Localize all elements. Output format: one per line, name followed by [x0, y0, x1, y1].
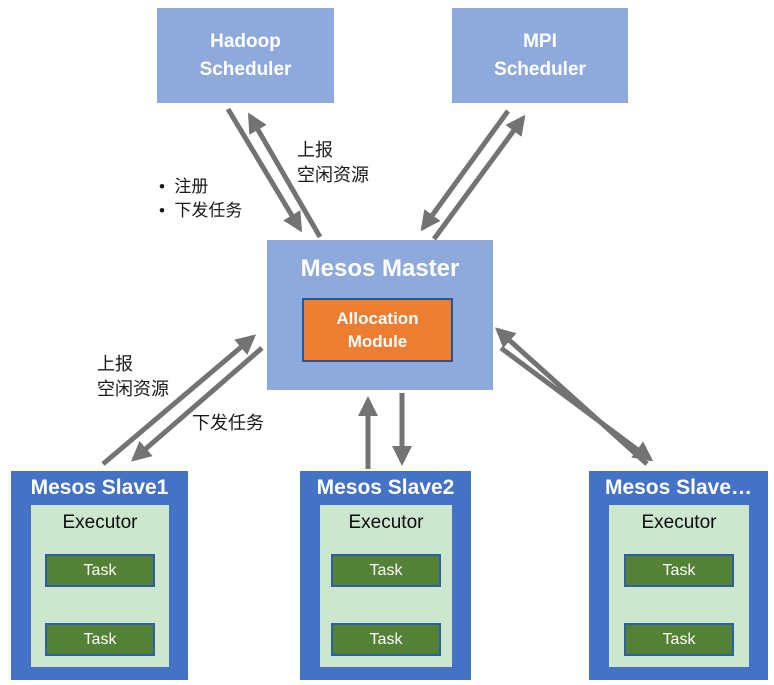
mpi-scheduler-box: MPI Scheduler [452, 8, 628, 103]
mpi-scheduler-label-line2: Scheduler [494, 58, 586, 80]
slave1-executor-label: Executor [62, 512, 138, 533]
mesos-slave2-title: Mesos Slave2 [316, 476, 455, 499]
mesos-master-title: Mesos Master [300, 255, 460, 282]
hadoop-scheduler-label-line2: Scheduler [199, 58, 292, 80]
mesos-slave1-box: Mesos Slave1 Executor Task Task [11, 471, 188, 680]
mesos-slave1-title: Mesos Slave1 [30, 476, 169, 499]
slave2-task2-box: Task [331, 623, 441, 656]
allocation-module-label-line1: Allocation [336, 309, 419, 328]
slave1-executor-box: Executor Task Task [31, 505, 169, 667]
slave3-task2-box: Task [624, 623, 734, 656]
slave2-executor-label: Executor [348, 512, 424, 533]
mesos-slave3-box: Mesos Slave… Executor Task Task [589, 471, 768, 680]
slave2-executor-box: Executor Task Task [320, 505, 452, 667]
arrow-slave1-to-master [101, 334, 257, 466]
arrow-mpi-to-master [420, 109, 511, 232]
arrow-master-to-slave1 [130, 346, 264, 462]
mesos-slave2-box: Mesos Slave2 Executor Task Task [300, 471, 471, 680]
slave3-task1-box: Task [624, 554, 734, 587]
slave3-executor-box: Executor Task Task [609, 505, 749, 667]
mpi-scheduler-label-line1: MPI [523, 30, 557, 52]
allocation-module-box: Allocation Module [302, 298, 453, 362]
label-report-idle-resources-left: 上报 空闲资源 [97, 354, 169, 399]
label-register-dispatch-bullets: • 注册 • 下发任务 [159, 177, 243, 220]
arrow-master-to-mpi [431, 114, 526, 241]
label-report-idle-resources-top: 上报 空闲资源 [297, 140, 369, 185]
label-dispatch-tasks-left: 下发任务 [192, 413, 264, 433]
hadoop-scheduler-box: Hadoop Scheduler [157, 8, 334, 103]
arrow-master-to-slave3 [499, 345, 654, 462]
arrow-slave3-to-master [495, 327, 649, 466]
hadoop-scheduler-label-line1: Hadoop [210, 30, 281, 52]
arrow-master-to-hadoop [247, 112, 323, 239]
mesos-master-box: Mesos Master Allocation Module [267, 240, 493, 390]
mesos-slave3-title: Mesos Slave… [604, 476, 753, 499]
slave1-task2-box: Task [45, 623, 155, 656]
allocation-module-label-line2: Module [347, 332, 408, 351]
slave3-executor-label: Executor [641, 512, 717, 533]
slave2-task1-box: Task [331, 554, 441, 587]
slave1-task1-box: Task [45, 554, 155, 587]
arrow-hadoop-to-master [225, 107, 303, 233]
